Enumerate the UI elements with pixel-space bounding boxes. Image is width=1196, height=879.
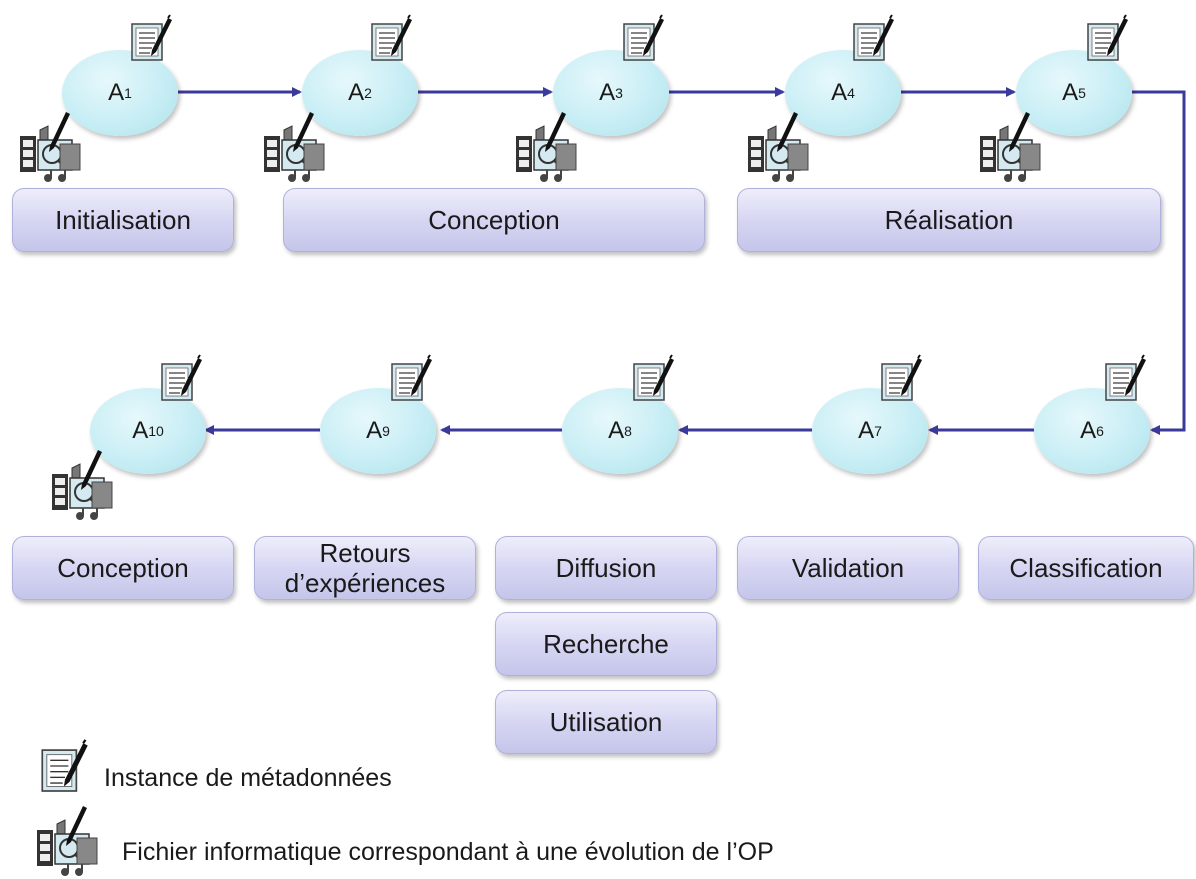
- phase-label: Diffusion: [555, 553, 657, 583]
- node-subscript: 1: [124, 85, 132, 101]
- node-label: A: [599, 79, 616, 106]
- node-label: A: [858, 417, 875, 444]
- phase-recherche: Recherche: [495, 612, 717, 676]
- notepad-pen-icon: [391, 354, 433, 401]
- notepad-pen-icon: [1087, 14, 1129, 61]
- phase-validation: Validation: [737, 536, 959, 600]
- legend-file-text: Fichier informatique correspondant à une…: [122, 838, 774, 866]
- notepad-pen-icon: [853, 14, 895, 61]
- multimedia-file-icon: [50, 448, 114, 522]
- node-subscript: 3: [615, 85, 623, 101]
- legend-multimedia-file-icon: [35, 804, 99, 878]
- phase-conception-bottom: Conception: [12, 536, 234, 600]
- phase-realisation: Réalisation: [737, 188, 1161, 252]
- phase-utilisation: Utilisation: [495, 690, 717, 754]
- node-label: A: [1080, 417, 1097, 444]
- phase-label: Recherche: [543, 629, 669, 659]
- notepad-pen-icon: [371, 14, 413, 61]
- phase-label: Conception: [57, 553, 189, 583]
- node-subscript: 7: [874, 423, 882, 439]
- phase-conception-top: Conception: [283, 188, 705, 252]
- node-label: A: [831, 79, 848, 106]
- notepad-pen-icon: [881, 354, 923, 401]
- node-subscript: 8: [624, 423, 632, 439]
- phase-label-line2: d’expériences: [284, 568, 446, 598]
- notepad-pen-icon: [1105, 354, 1147, 401]
- node-subscript: 2: [364, 85, 372, 101]
- multimedia-file-icon: [514, 110, 578, 184]
- notepad-pen-icon: [161, 354, 203, 401]
- node-subscript: 10: [148, 423, 164, 439]
- node-label: A: [366, 417, 383, 444]
- legend-metadata-text: Instance de métadonnées: [104, 764, 392, 792]
- notepad-pen-icon: [131, 14, 173, 61]
- phase-label: Réalisation: [884, 205, 1014, 235]
- node-label: A: [608, 417, 625, 444]
- legend-notepad-pen-icon: [41, 738, 89, 793]
- phase-label: Conception: [428, 205, 560, 235]
- node-subscript: 5: [1078, 85, 1086, 101]
- arrow-a5-a6: [1132, 90, 1186, 435]
- multimedia-file-icon: [978, 110, 1042, 184]
- multimedia-file-icon: [18, 110, 82, 184]
- phase-retours-experiences: Retours d’expériences: [254, 536, 476, 600]
- phase-classification: Classification: [978, 536, 1194, 600]
- node-subscript: 4: [847, 85, 855, 101]
- phase-label: Utilisation: [549, 707, 663, 737]
- phase-label: Validation: [791, 553, 905, 583]
- phase-label: Initialisation: [55, 205, 191, 235]
- node-label: A: [132, 417, 149, 444]
- multimedia-file-icon: [262, 110, 326, 184]
- phase-label: Classification: [1009, 553, 1163, 583]
- node-label: A: [348, 79, 365, 106]
- node-label: A: [1062, 79, 1079, 106]
- phase-initialisation: Initialisation: [12, 188, 234, 252]
- multimedia-file-icon: [746, 110, 810, 184]
- notepad-pen-icon: [633, 354, 675, 401]
- node-subscript: 6: [1096, 423, 1104, 439]
- phase-diffusion: Diffusion: [495, 536, 717, 600]
- notepad-pen-icon: [623, 14, 665, 61]
- node-subscript: 9: [382, 423, 390, 439]
- phase-label-line1: Retours: [319, 538, 411, 568]
- node-label: A: [108, 79, 125, 106]
